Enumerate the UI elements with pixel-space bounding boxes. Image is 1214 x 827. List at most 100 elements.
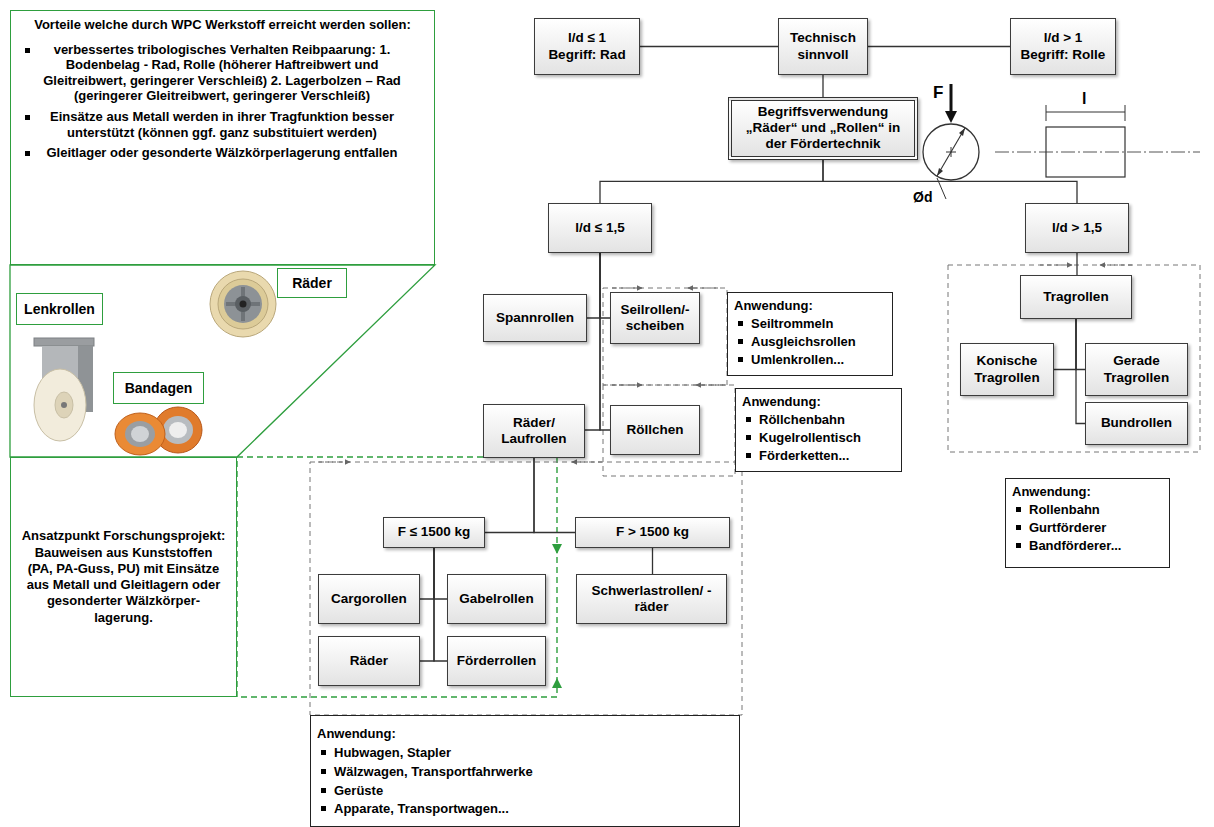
text-row: l/d > 1 bbox=[1015, 30, 1111, 46]
connector-line bbox=[600, 160, 823, 203]
tyre-photo-part bbox=[169, 422, 187, 438]
root-box: Technisch sinnvoll bbox=[778, 18, 868, 75]
frame-arrow-part bbox=[696, 385, 726, 386]
text-row: Bandagen bbox=[118, 380, 199, 396]
text-row: l/d ≤ 1,5 bbox=[553, 220, 647, 236]
node-text: Spannrollen bbox=[488, 310, 582, 326]
frame-arrow bbox=[318, 265, 1132, 462]
group-frame-part bbox=[948, 265, 1200, 452]
text-row: Anwendung: bbox=[1012, 483, 1163, 501]
category-box: Bundrollen bbox=[1085, 402, 1188, 445]
category-box: Gabelrollen bbox=[447, 574, 546, 624]
node-text: Begriff: Rad bbox=[539, 47, 635, 63]
connector-line bbox=[434, 548, 447, 661]
node-text: l/d > 1 bbox=[1015, 30, 1111, 46]
load-figure-part bbox=[1046, 112, 1125, 113]
wheel-photo-part bbox=[218, 279, 268, 329]
connector-line bbox=[1076, 319, 1085, 424]
frame-arrow-part bbox=[612, 385, 642, 386]
wheel-photo-part bbox=[235, 296, 251, 312]
load-figure-part bbox=[1046, 127, 1125, 177]
text-row: Gabelrollen bbox=[452, 591, 541, 607]
node-text: Einsätze aus Metall werden in ihrer Trag… bbox=[38, 109, 406, 140]
node-text: Gerade Tragrollen bbox=[1090, 353, 1183, 385]
node-text: Wälzwagen, Transportfahrwerke bbox=[334, 763, 733, 782]
frame-arrow-part bbox=[318, 462, 350, 463]
connector-line bbox=[600, 253, 610, 318]
text-row: Seilrollen/- scheiben bbox=[615, 302, 695, 334]
connector-line bbox=[600, 253, 610, 430]
load-box: F > 1500 kg bbox=[575, 517, 730, 548]
node-text: Anwendung: bbox=[317, 725, 733, 744]
frame-arrow-part bbox=[612, 288, 642, 289]
caster-photo-part bbox=[34, 369, 86, 441]
node-text: Umlenkrollen... bbox=[751, 351, 886, 369]
connector-line bbox=[1076, 319, 1085, 370]
text-row: Vorteile welche durch WPC Werkstoff erre… bbox=[21, 17, 424, 33]
text-row: Tragrollen bbox=[1025, 289, 1127, 305]
node-text: Röllchen bbox=[615, 422, 695, 438]
application-box: Anwendung:Hubwagen, StaplerWälzwagen, Tr… bbox=[310, 715, 740, 827]
callout-panel-part bbox=[10, 265, 435, 457]
callout-panel bbox=[10, 265, 562, 697]
research-box: Ansatzpunkt Forschungsprojekt: Bauweisen… bbox=[10, 457, 237, 697]
node-text: Kugelrollentisch bbox=[759, 429, 895, 447]
text-row: Anwendung: bbox=[742, 393, 895, 411]
text-row: Förderrollen bbox=[452, 653, 541, 669]
connector-line bbox=[1054, 319, 1076, 370]
image-label: Räder bbox=[277, 268, 347, 298]
tyre-photo-part bbox=[125, 421, 155, 447]
node-text: Förderketten... bbox=[759, 447, 895, 465]
node-text: Seilrollen/- scheiben bbox=[615, 302, 695, 334]
node-text: Rollenbahn bbox=[1029, 501, 1163, 519]
text-row: Begriff: Rolle bbox=[1015, 47, 1111, 63]
bullet-mark bbox=[321, 769, 326, 774]
text-row: Schwerlastrollen/ -räder bbox=[581, 583, 722, 615]
category-box: Tragrollen bbox=[1020, 275, 1132, 319]
node-text: Anwendung: bbox=[742, 393, 895, 411]
text-row: verbessertes tribologisches Verhalten Re… bbox=[21, 42, 424, 104]
category-box: Cargorollen bbox=[318, 574, 420, 624]
wheel-photo-part bbox=[210, 271, 276, 337]
text-row: Konische Tragrollen bbox=[965, 353, 1049, 385]
bullet-mark bbox=[321, 806, 326, 811]
group-frame-part bbox=[310, 462, 742, 715]
bullet-mark bbox=[738, 339, 743, 344]
node-text: l/d ≤ 1,5 bbox=[553, 220, 647, 236]
bullet-mark bbox=[25, 151, 30, 156]
node-text: Begriffsverwendung „Räder“ und „Rollen“ … bbox=[736, 104, 910, 153]
connector-line bbox=[1076, 253, 1077, 275]
connector-line bbox=[485, 458, 534, 533]
caster-photo bbox=[34, 338, 94, 441]
application-box: Anwendung:RöllchenbahnKugelrollentischFö… bbox=[735, 388, 902, 472]
node-text: Gleitlager oder gesonderte Wälzkörperlag… bbox=[38, 145, 406, 161]
text-row: Rollenbahn bbox=[1012, 501, 1163, 519]
load-figure-part bbox=[923, 124, 979, 180]
category-box: Seilrollen/- scheiben bbox=[610, 292, 700, 344]
connector-line bbox=[640, 46, 778, 47]
node-text: F ≤ 1500 kg bbox=[388, 524, 480, 540]
text-row: Gerüste bbox=[317, 782, 733, 801]
group-frame-part bbox=[603, 288, 727, 385]
node-text: Ausgleichsrollen bbox=[751, 333, 886, 351]
node-text: Bundrollen bbox=[1090, 415, 1183, 431]
text-row: Röllchenbahn bbox=[742, 411, 895, 429]
text-row: Technisch sinnvoll bbox=[783, 30, 863, 62]
frame-arrow-part bbox=[688, 288, 718, 289]
bullet-mark bbox=[746, 453, 751, 458]
bullet-mark bbox=[746, 435, 751, 440]
text-row: Seiltrommeln bbox=[734, 315, 886, 333]
load-figure-part bbox=[937, 168, 943, 176]
connector-line bbox=[434, 548, 447, 599]
text-row: Begriffsverwendung „Räder“ und „Rollen“ … bbox=[736, 104, 910, 153]
group-frame-part bbox=[603, 385, 735, 476]
category-box: Röllchen bbox=[610, 405, 700, 455]
caster-photo-part bbox=[55, 392, 73, 418]
image-label: Bandagen bbox=[113, 372, 204, 404]
node-text: F > 1500 kg bbox=[580, 524, 725, 540]
node-text: Begriff: Rolle bbox=[1015, 47, 1111, 63]
tyre-photo bbox=[115, 407, 202, 455]
load-figure-part bbox=[945, 111, 957, 123]
